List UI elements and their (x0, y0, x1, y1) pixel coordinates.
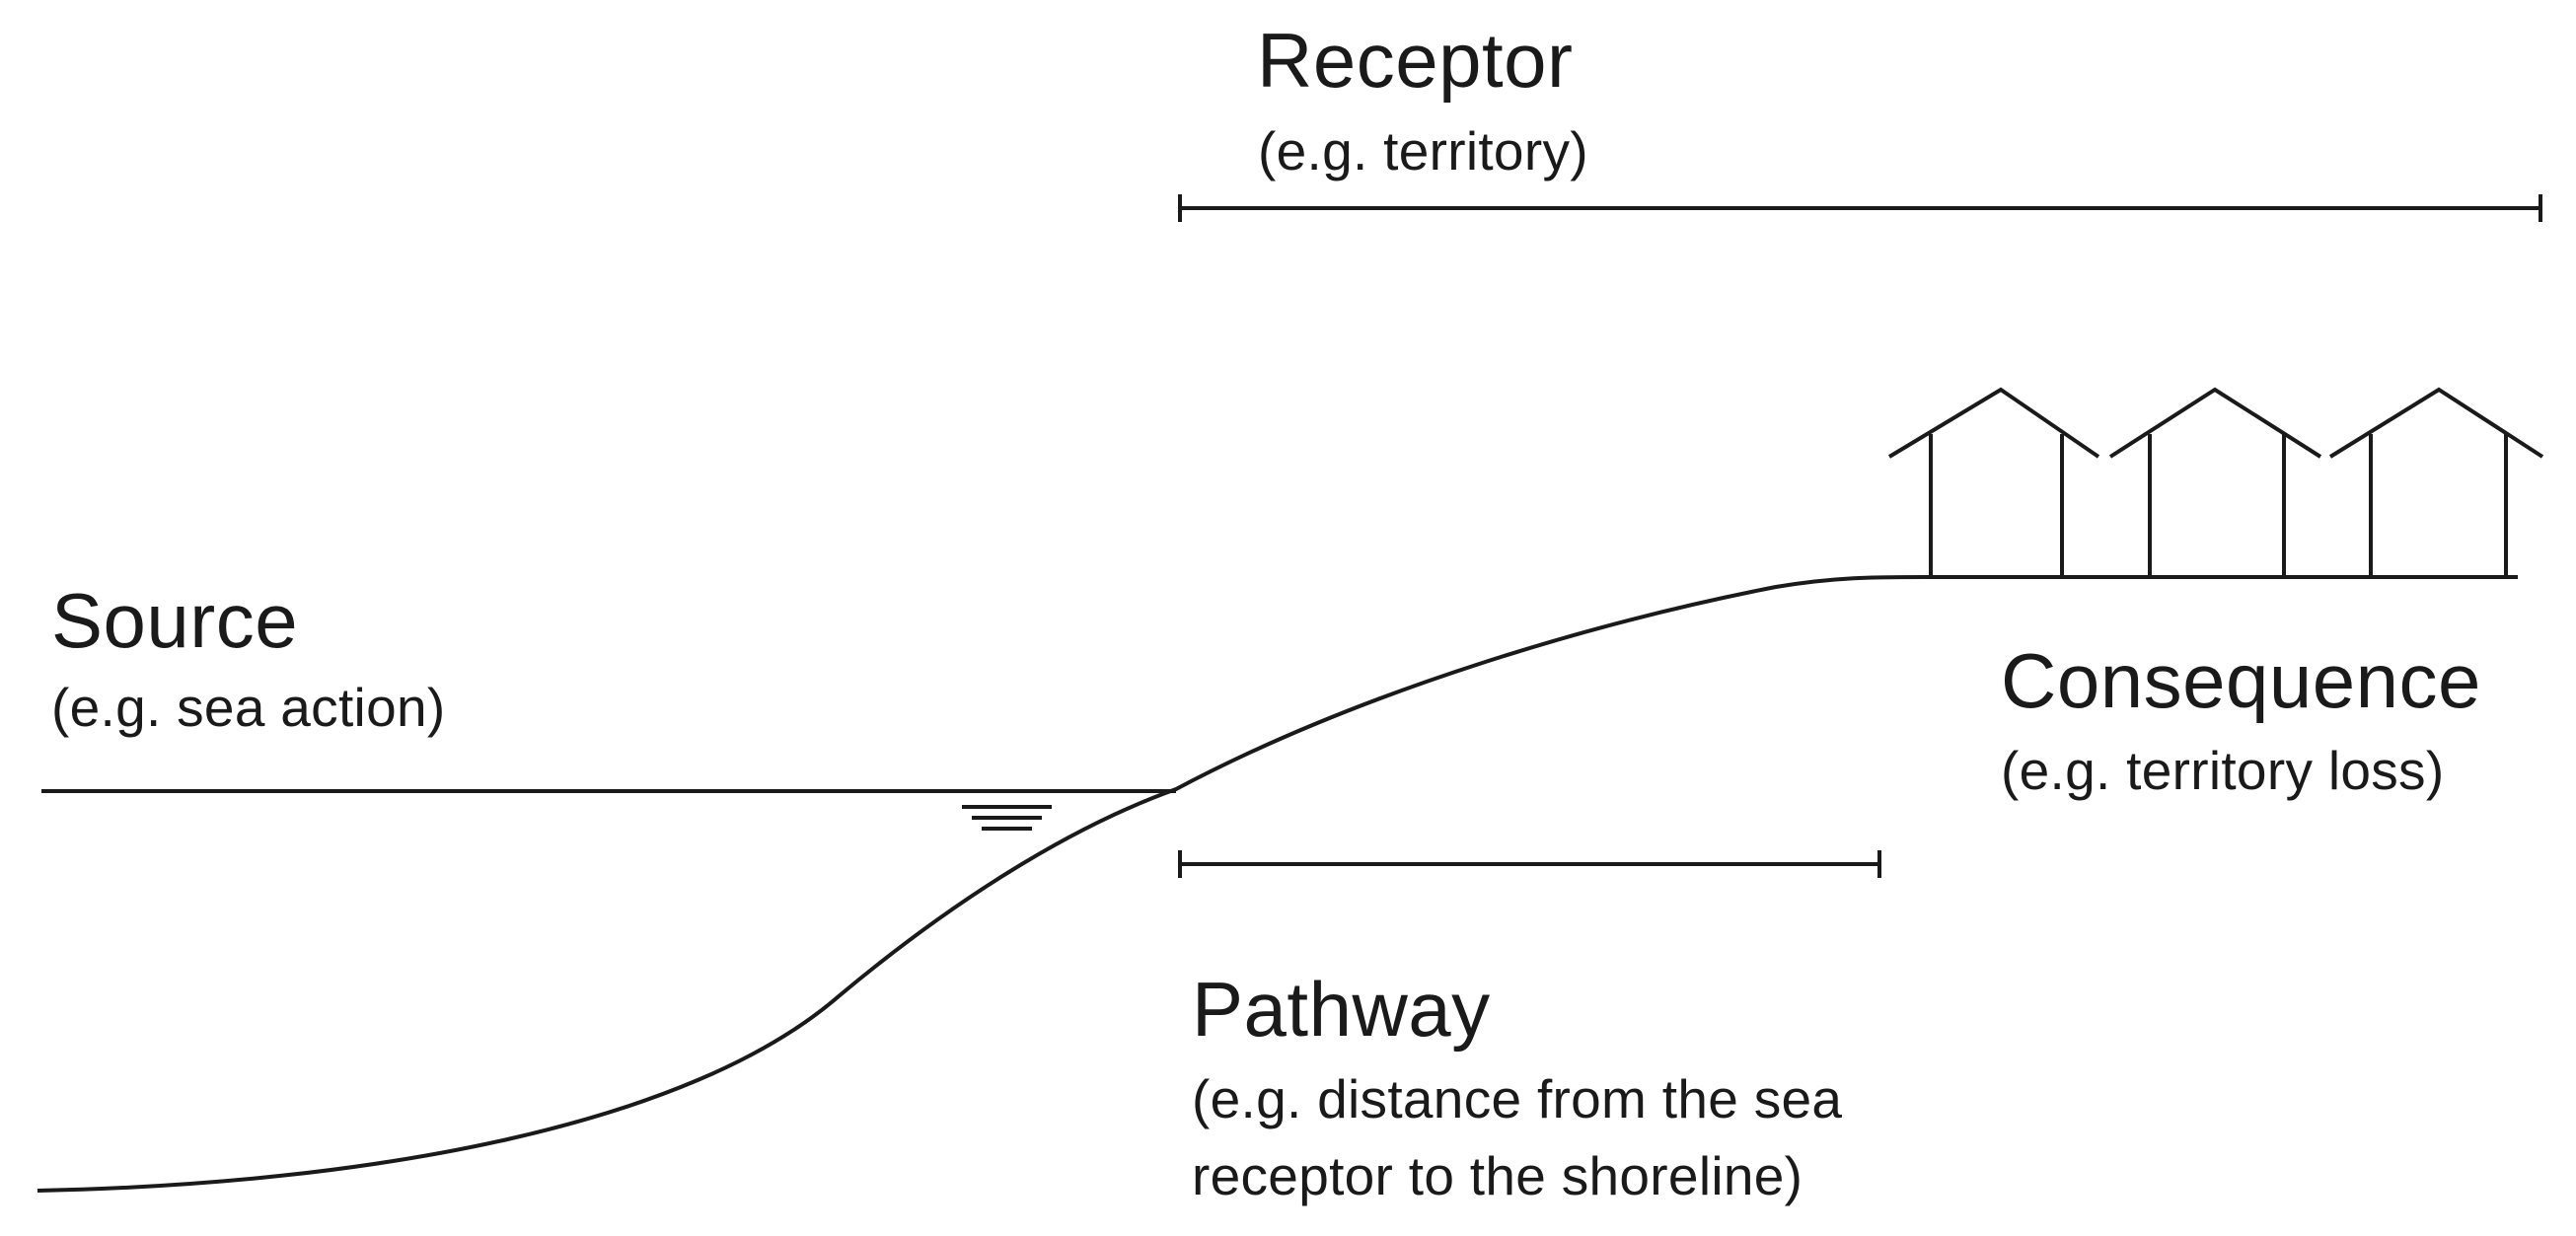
consequence-title: Consequence (2001, 637, 2481, 724)
house-icon (2328, 387, 2544, 577)
consequence-example: (e.g. territory loss) (2001, 740, 2445, 801)
receptor-title: Receptor (1257, 17, 1574, 104)
source-example: (e.g. sea action) (51, 677, 446, 738)
receptor-extent-bar (1178, 194, 2542, 222)
water-level-symbol-icon (962, 805, 1052, 831)
receptor-example: (e.g. territory) (1258, 120, 1588, 182)
house-icon (2108, 387, 2322, 577)
ground-profile (37, 575, 2518, 1193)
house-icon (1887, 387, 2100, 577)
source-title: Source (51, 577, 299, 664)
pathway-extent-bar (1178, 850, 1881, 878)
pathway-title: Pathway (1192, 966, 1491, 1053)
pathway-example-line1: (e.g. distance from the sea (1192, 1068, 1843, 1129)
pathway-example-line2: receptor to the shoreline) (1192, 1145, 1803, 1206)
